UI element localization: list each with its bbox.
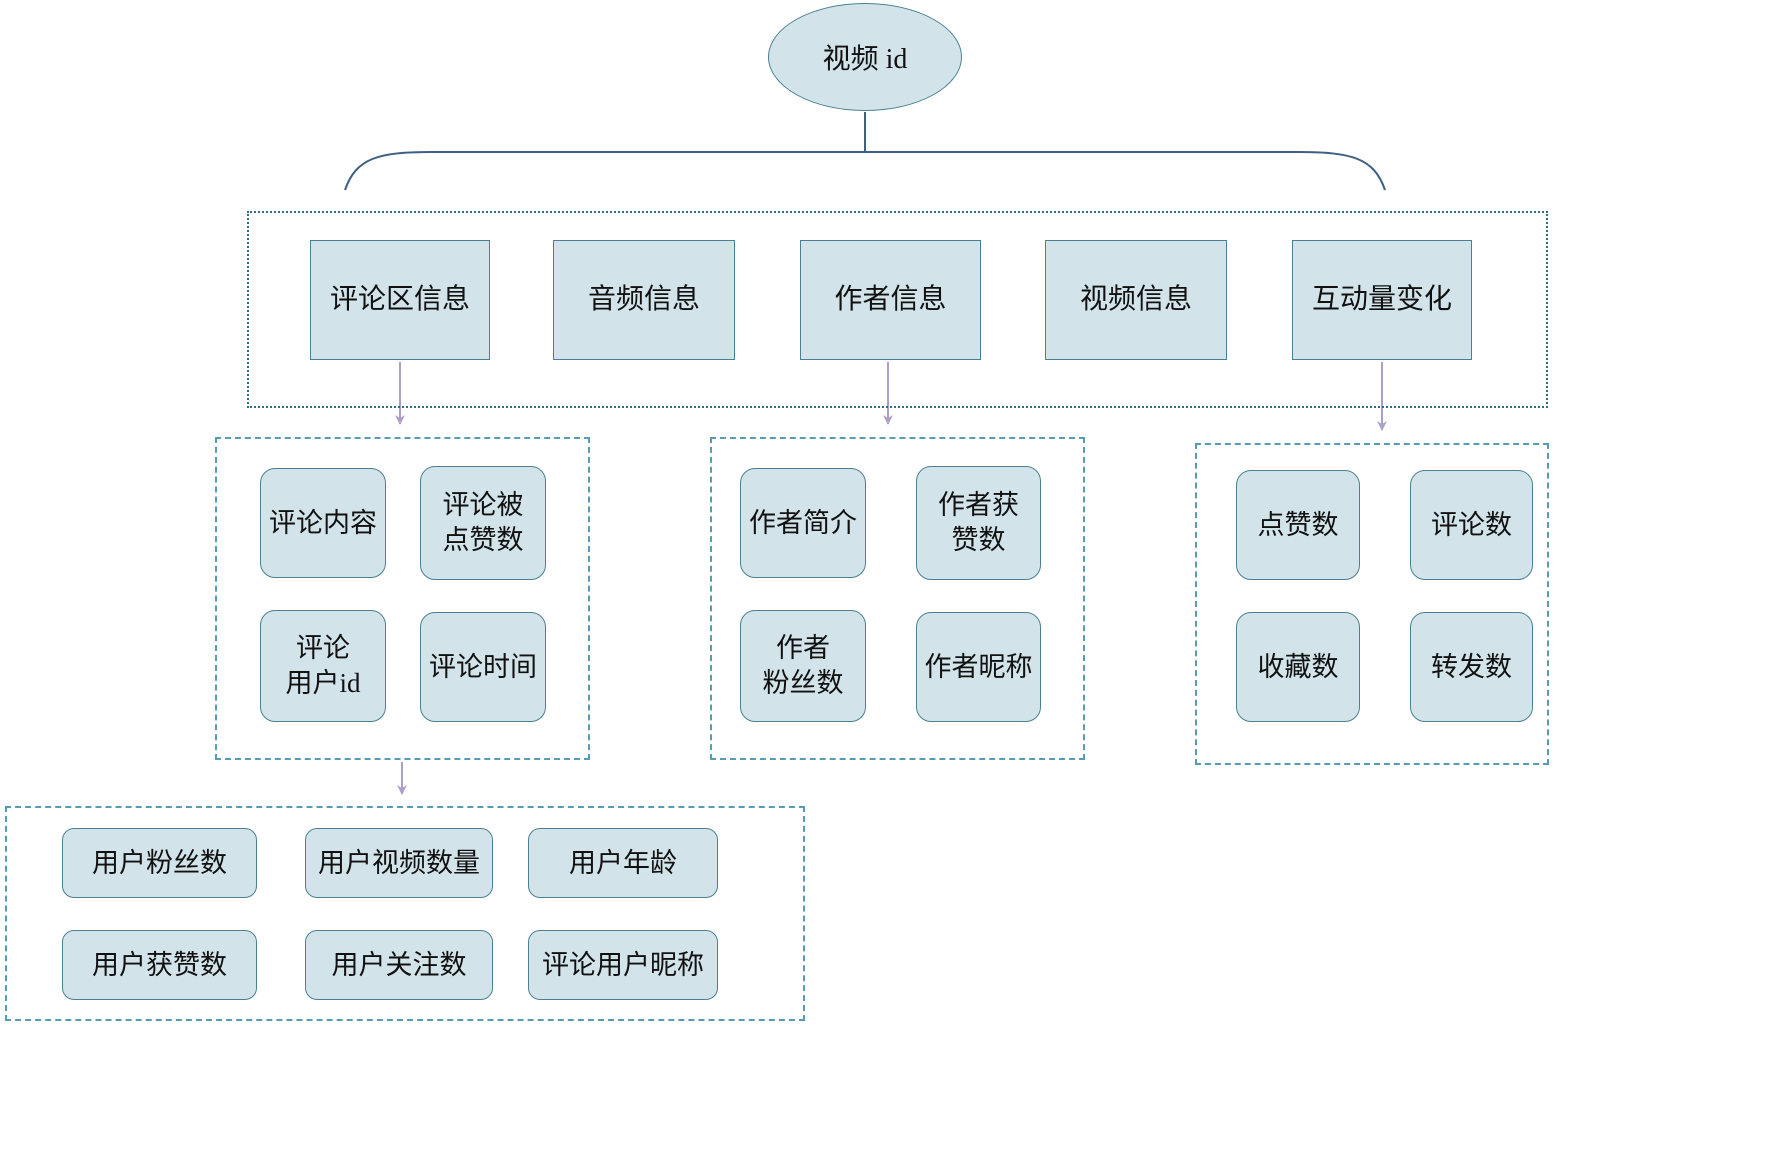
node-comment-time: 评论时间 bbox=[420, 612, 546, 722]
node-author-info: 作者信息 bbox=[800, 240, 981, 360]
node-like-count: 点赞数 bbox=[1236, 470, 1360, 580]
interaction-group-frame bbox=[1195, 443, 1549, 765]
node-comment-count: 评论数 bbox=[1410, 470, 1533, 580]
node-author-nickname: 作者昵称 bbox=[916, 612, 1041, 722]
node-author-fans-count: 作者 粉丝数 bbox=[740, 610, 866, 722]
node-video-info: 视频信息 bbox=[1045, 240, 1227, 360]
comment-group-frame bbox=[215, 437, 590, 760]
comment-user-group-frame bbox=[5, 806, 805, 1021]
author-group-frame bbox=[710, 437, 1085, 760]
node-favorite-count: 收藏数 bbox=[1236, 612, 1360, 722]
node-comment-user-id: 评论 用户id bbox=[260, 610, 386, 722]
node-interaction-change: 互动量变化 bbox=[1292, 240, 1472, 360]
node-user-like-count: 用户获赞数 bbox=[62, 930, 257, 1000]
node-user-fans-count: 用户粉丝数 bbox=[62, 828, 257, 898]
node-share-count: 转发数 bbox=[1410, 612, 1533, 722]
level1-group-frame bbox=[247, 211, 1548, 408]
node-comment-section-info: 评论区信息 bbox=[310, 240, 490, 360]
node-user-age: 用户年龄 bbox=[528, 828, 718, 898]
node-comment-content: 评论内容 bbox=[260, 468, 386, 578]
node-user-video-count: 用户视频数量 bbox=[305, 828, 493, 898]
node-author-bio: 作者简介 bbox=[740, 468, 866, 578]
node-author-like-count: 作者获 赞数 bbox=[916, 466, 1041, 580]
node-comment-like-count: 评论被 点赞数 bbox=[420, 466, 546, 580]
node-comment-user-nickname: 评论用户昵称 bbox=[528, 930, 718, 1000]
node-audio-info: 音频信息 bbox=[553, 240, 735, 360]
node-user-following-count: 用户关注数 bbox=[305, 930, 493, 1000]
node-video-id: 视频 id bbox=[768, 3, 962, 111]
root-brace-curve bbox=[344, 151, 1386, 191]
